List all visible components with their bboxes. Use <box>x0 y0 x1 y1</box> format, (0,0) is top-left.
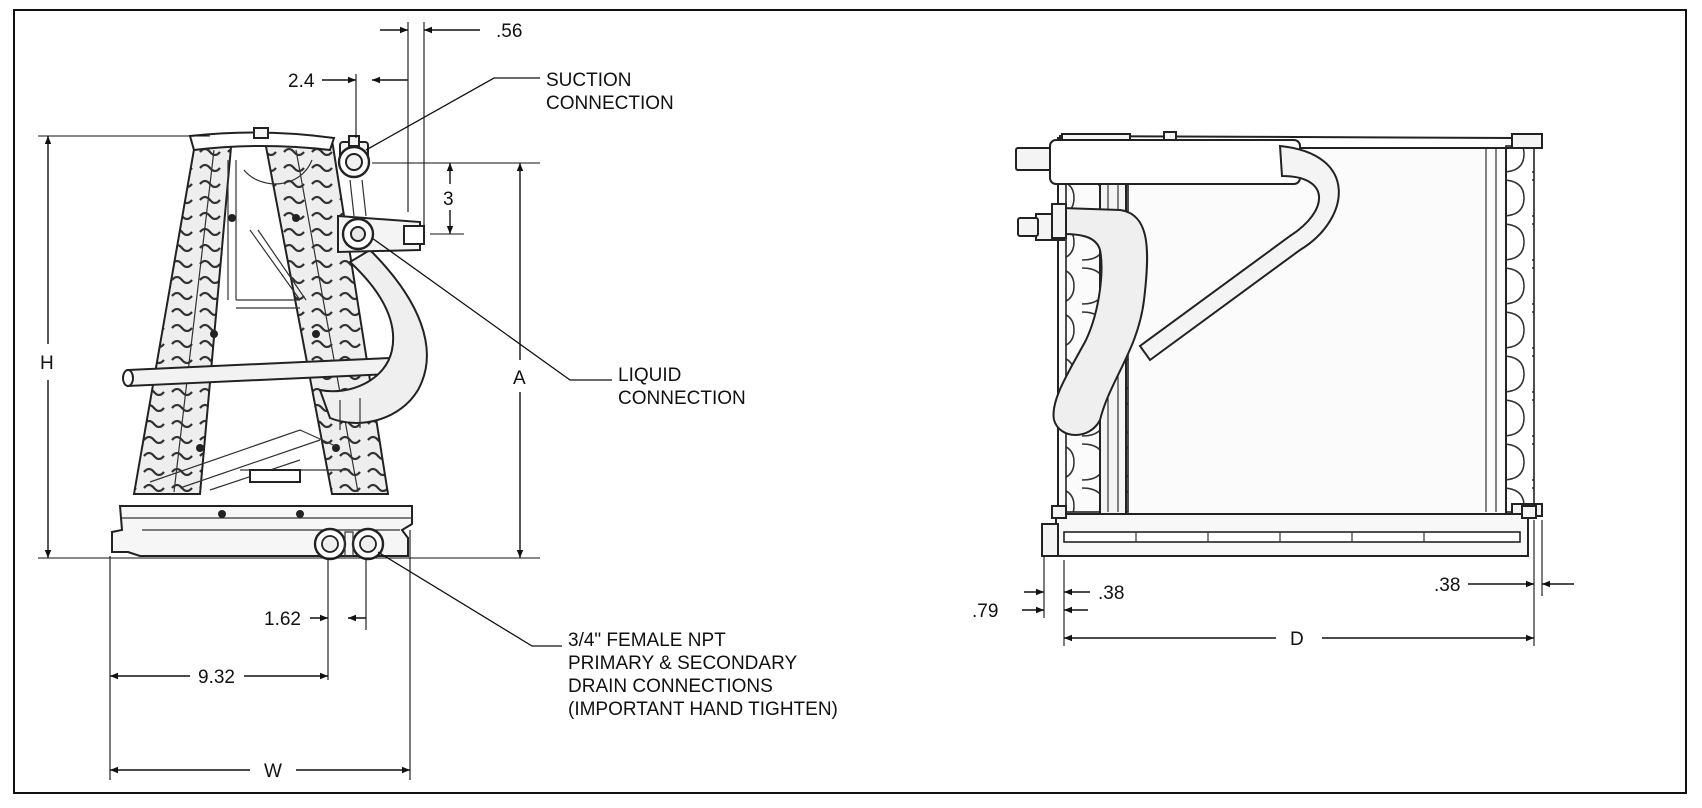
callout-drain-line1: 3/4" FEMALE NPT <box>568 630 726 651</box>
callout-drain: 3/4" FEMALE NPT PRIMARY & SECONDARY DRAI… <box>377 551 838 720</box>
side-suction-line <box>1138 144 1340 362</box>
callout-liquid-line2: CONNECTION <box>618 388 746 409</box>
dim-depth: D <box>1290 629 1304 650</box>
dim-connection-height: A <box>513 368 526 389</box>
side-liquid-line <box>1052 206 1149 436</box>
callout-suction: SUCTION CONNECTION <box>365 70 674 151</box>
callout-drain-line4: (IMPORTANT HAND TIGHTEN) <box>568 699 838 720</box>
callout-liquid: LIQUID CONNECTION <box>371 237 746 409</box>
callout-suction-line2: CONNECTION <box>546 93 674 114</box>
dim-drain-offset: 9.32 <box>198 667 235 688</box>
dim-height: H <box>40 353 54 374</box>
dim-suction-offset: .56 <box>496 21 522 42</box>
coil-slab-left <box>132 134 234 495</box>
dim-flange-inner: .38 <box>1098 583 1124 604</box>
callout-liquid-line1: LIQUID <box>618 365 681 386</box>
side-view-coil <box>1015 131 1543 557</box>
side-view-dimensions: .79 .38 .38 D <box>972 520 1574 650</box>
dim-drain-spacing: 1.62 <box>264 609 301 630</box>
dim-width: W <box>264 761 282 782</box>
sheet-border <box>13 9 1687 794</box>
dim-connection-spacing: 3 <box>443 189 454 210</box>
suction-elbow <box>318 248 428 424</box>
callout-drain-line3: DRAIN CONNECTIONS <box>568 676 773 697</box>
dim-flange-front: .79 <box>972 601 998 622</box>
front-view-dimensions: .56 2.4 3 H A 1.62 9.32 W <box>38 21 540 782</box>
rear-return-bends <box>1505 145 1535 513</box>
front-view-coil <box>111 127 428 561</box>
callout-drain-line2: PRIMARY & SECONDARY <box>568 653 797 674</box>
dim-flange-rear: .38 <box>1434 575 1460 596</box>
callout-suction-line1: SUCTION <box>546 70 632 91</box>
dim-suction-horizontal: 2.4 <box>288 71 315 92</box>
